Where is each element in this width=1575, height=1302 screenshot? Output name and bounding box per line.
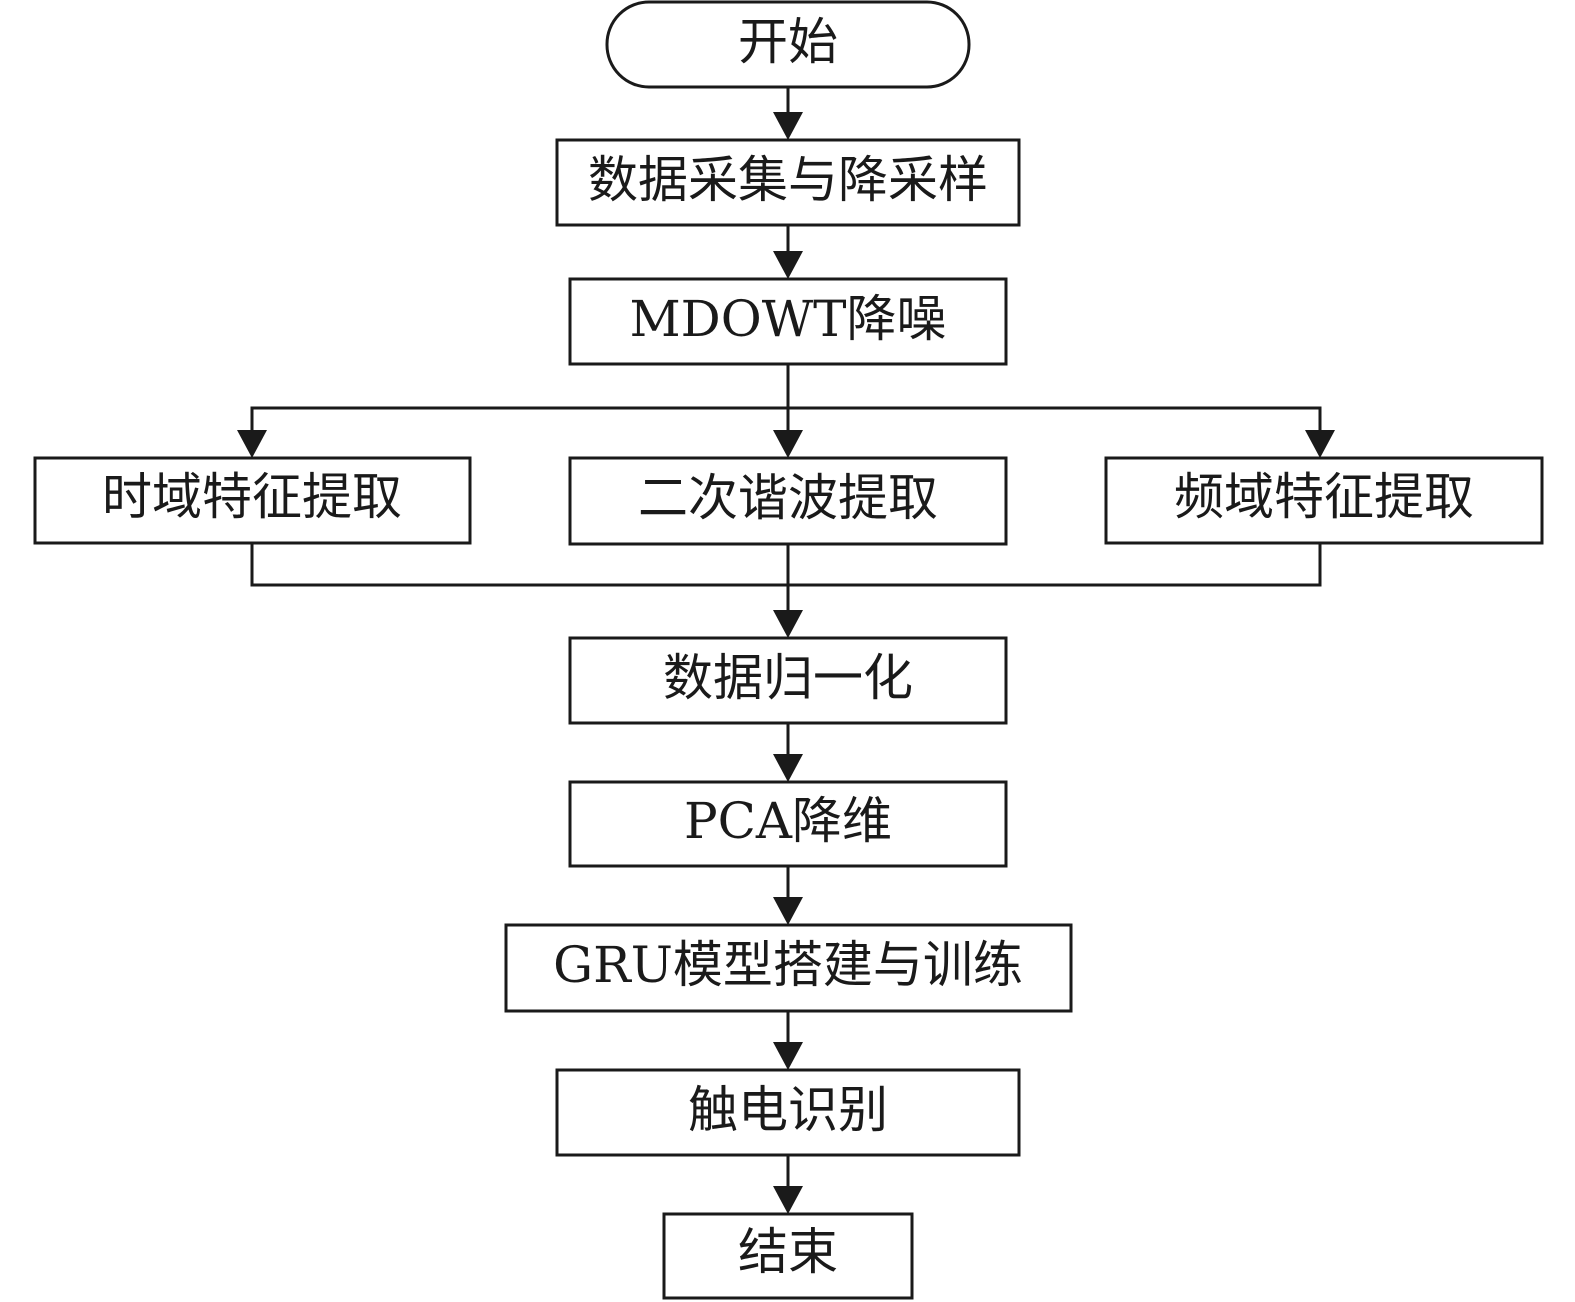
process-box-recognize	[555, 1068, 1021, 1157]
arrowhead-pca	[773, 754, 803, 782]
arrowhead-acquisition	[773, 112, 803, 140]
node-pca: PCA降维	[568, 780, 1008, 868]
process-box-gru	[504, 923, 1073, 1013]
arrowhead-end	[773, 1186, 803, 1214]
node-start: 开始	[605, 0, 971, 89]
arrowhead-recognize	[773, 1042, 803, 1070]
node-end: 结束	[662, 1212, 914, 1300]
process-box-acquisition	[555, 138, 1021, 227]
process-box-harmonic	[568, 456, 1008, 546]
node-freq-features: 频域特征提取	[1104, 456, 1544, 545]
arrowhead-gru	[773, 897, 803, 925]
node-recognize: 触电识别	[555, 1068, 1021, 1157]
arrowhead-harmonic	[773, 430, 803, 458]
node-normalize: 数据归一化	[568, 636, 1008, 725]
terminal-shape-start	[605, 0, 971, 89]
arrowhead-freq-features	[1305, 430, 1335, 458]
node-denoise-label: MDOWT降噪	[629, 290, 946, 348]
node-time-features: 时域特征提取	[33, 456, 472, 545]
process-box-freq-features	[1104, 456, 1544, 545]
node-harmonic-label: 二次谐波提取	[638, 469, 938, 527]
arrowhead-time-features	[237, 430, 267, 458]
node-end-label: 结束	[738, 1223, 838, 1281]
split-bus	[250, 406, 1322, 432]
process-box-denoise	[568, 277, 1008, 366]
node-freq-features-label: 频域特征提取	[1174, 468, 1474, 526]
node-pca-label: PCA降维	[684, 792, 892, 850]
process-box-normalize	[568, 636, 1008, 725]
node-normalize-label: 数据归一化	[663, 649, 913, 707]
node-acquisition-label: 数据采集与降采样	[588, 151, 988, 209]
process-box-pca	[568, 780, 1008, 868]
process-box-time-features	[33, 456, 472, 545]
node-harmonic: 二次谐波提取	[568, 456, 1008, 546]
node-time-features-label: 时域特征提取	[102, 468, 402, 526]
merge-bus	[250, 543, 1322, 587]
node-acquisition: 数据采集与降采样	[555, 138, 1021, 227]
node-recognize-label: 触电识别	[688, 1081, 888, 1139]
node-start-label: 开始	[738, 13, 838, 71]
node-gru: GRU模型搭建与训练	[504, 923, 1073, 1013]
arrowhead-denoise	[773, 251, 803, 279]
arrowhead-normalize	[773, 610, 803, 638]
process-box-end	[662, 1212, 914, 1300]
node-denoise: MDOWT降噪	[568, 277, 1008, 366]
connectors	[237, 87, 1335, 1214]
node-gru-label: GRU模型搭建与训练	[553, 936, 1023, 994]
